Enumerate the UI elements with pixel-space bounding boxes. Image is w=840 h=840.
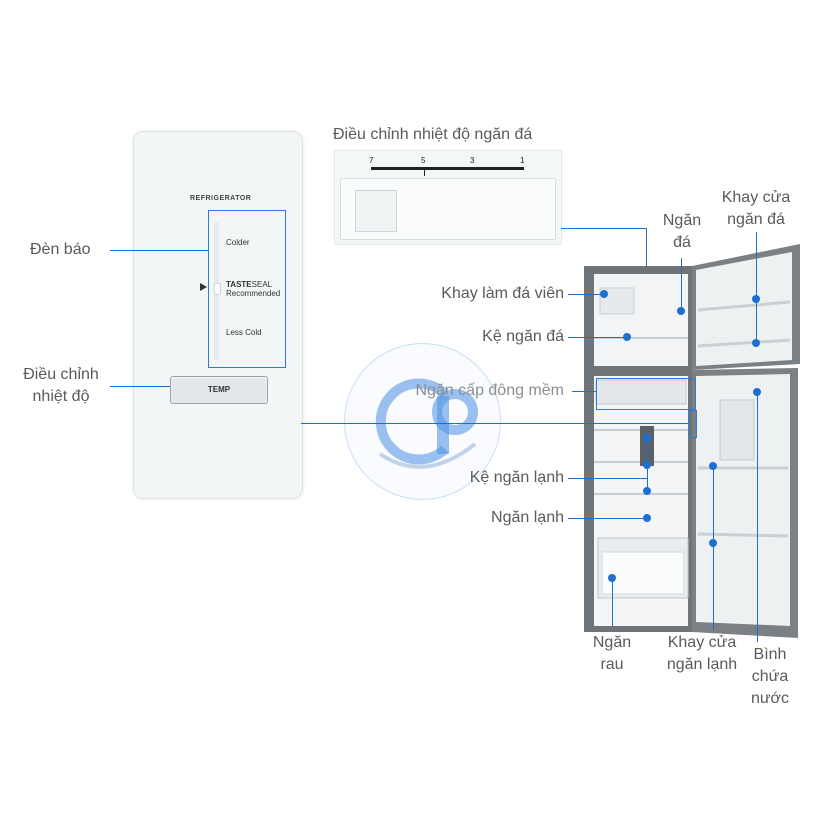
label-freezer-shelf: Kệ ngăn đá xyxy=(482,328,564,345)
indicator-led xyxy=(214,283,221,295)
scale-num-5: 5 xyxy=(421,156,426,165)
fridge-illustration xyxy=(584,244,800,638)
temp-button[interactable]: TEMP xyxy=(170,376,268,404)
callout-dot xyxy=(623,333,631,341)
scale-tick xyxy=(424,170,425,176)
label-line: nước xyxy=(750,690,790,707)
scale-num-3: 3 xyxy=(470,156,475,165)
watermark-logo-icon xyxy=(344,343,501,500)
colder-label: Colder xyxy=(226,238,250,247)
label-line: Ngăn xyxy=(662,212,702,229)
scale-num-7: 7 xyxy=(369,156,374,165)
label-line: nhiệt độ xyxy=(32,388,90,405)
label-fridge-door-tray: Khay cửa ngăn lạnh xyxy=(654,632,750,676)
label-line: Ngăn xyxy=(592,634,632,651)
callout-dot xyxy=(608,574,616,582)
callout-dot xyxy=(752,339,760,347)
callout-dot xyxy=(643,434,651,442)
label-line: Khay cửa xyxy=(721,189,791,206)
label-freezer: Ngăn đá xyxy=(652,210,712,254)
label-line: Điều chỉnh xyxy=(23,366,99,383)
freezer-control-heading: Điều chỉnh nhiệt độ ngăn đá xyxy=(333,126,533,143)
callout-dot xyxy=(643,487,651,495)
label-line: Khay cửa xyxy=(667,634,737,651)
callout-dot xyxy=(709,462,717,470)
fridge-control-highlight-box xyxy=(689,410,697,438)
label-fridge-shelf: Kệ ngăn lạnh xyxy=(469,469,564,486)
connector-line xyxy=(561,228,647,229)
callout-dot xyxy=(643,514,651,522)
callout-dot xyxy=(709,539,717,547)
label-line: Bình xyxy=(753,646,787,663)
label-water-tank: Bình chứa nước xyxy=(742,644,798,710)
leader-line xyxy=(568,294,604,295)
callout-dot xyxy=(677,307,685,315)
indicator-arrow-icon xyxy=(200,283,207,291)
callout-dot xyxy=(753,388,761,396)
leader-line xyxy=(681,258,682,313)
leader-line xyxy=(713,466,714,630)
label-temp-adjust: Điều chỉnh nhiệt độ xyxy=(14,364,108,408)
tasteseal-bold: TASTE xyxy=(226,280,252,289)
callout-dot xyxy=(643,461,651,469)
label-indicator-light: Đèn báo xyxy=(30,241,91,258)
less-cold-label: Less Cold xyxy=(226,328,262,337)
panel-title: REFRIGERATOR xyxy=(190,195,252,202)
scale-num-1: 1 xyxy=(520,156,525,165)
leader-line xyxy=(110,386,170,387)
label-line: chứa xyxy=(751,668,789,685)
leader-line xyxy=(756,232,757,344)
connector-line xyxy=(301,423,689,424)
label-vegetable: Ngăn rau xyxy=(584,632,640,676)
label-line: ngăn đá xyxy=(727,211,785,228)
leader-line xyxy=(568,518,648,519)
label-line: rau xyxy=(600,656,624,673)
leader-line xyxy=(757,392,758,642)
leader-line xyxy=(568,478,648,479)
label-line: ngăn lạnh xyxy=(666,656,738,673)
label-fridge-compartment: Ngăn lạnh xyxy=(491,509,564,526)
callout-dot xyxy=(752,295,760,303)
soft-freeze-highlight-box xyxy=(596,378,696,410)
indicator-highlight-box xyxy=(208,210,286,368)
callout-dot xyxy=(600,290,608,298)
scale-line xyxy=(371,167,524,170)
label-ice-tray: Khay làm đá viên xyxy=(441,285,564,302)
label-soft-freeze: Ngăn cấp đông mềm xyxy=(415,382,564,399)
tasteseal-rest: SEAL xyxy=(251,280,273,289)
leader-line xyxy=(568,337,626,338)
label-line: đá xyxy=(673,234,691,251)
label-freezer-door-tray: Khay cửa ngăn đá xyxy=(708,187,804,231)
leader-line xyxy=(110,250,208,251)
leader-line xyxy=(612,578,613,626)
leader-line xyxy=(572,391,596,392)
recommended-label: Recommended xyxy=(226,289,281,298)
freezer-slider-knob[interactable] xyxy=(355,190,397,232)
